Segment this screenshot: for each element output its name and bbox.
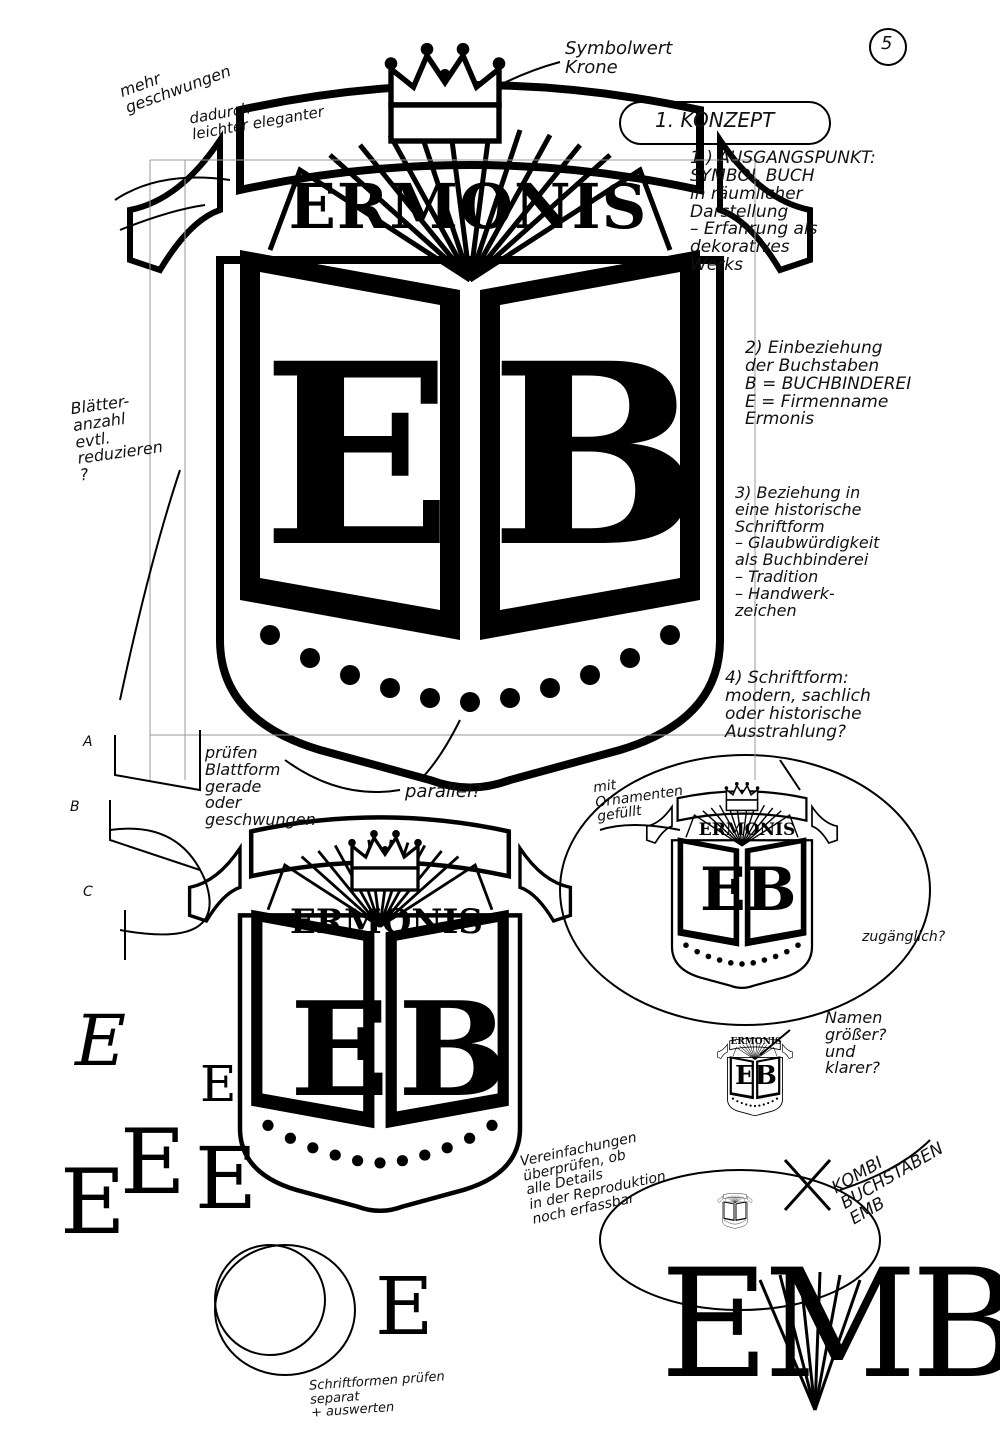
page-shape-sketch xyxy=(109,730,211,960)
small-monogram-e: E xyxy=(700,855,746,925)
note-modern: zugänglich? xyxy=(862,929,946,945)
letter-study: E xyxy=(120,1110,186,1215)
note-parallel: parallel? xyxy=(405,781,482,802)
note-pages-count: Blätter- anzahl evtl. reduzieren ? xyxy=(69,391,165,485)
medium-monogram-b: B xyxy=(398,973,508,1126)
small-monogram-b: B xyxy=(745,855,797,925)
micro-emblem xyxy=(717,1193,753,1229)
tiny-monogram-e: E xyxy=(735,1061,755,1091)
note-names: Namen größer? und klarer? xyxy=(825,1008,887,1078)
tiny-logo-name: ERMONIS xyxy=(730,1037,782,1047)
letter-study: E xyxy=(200,1055,237,1113)
emb-monogram: EMB xyxy=(660,1238,1000,1412)
tiny-monogram-b: B xyxy=(754,1061,777,1091)
main-monogram-e: E xyxy=(262,308,453,602)
option-c-label: C xyxy=(83,884,93,900)
note-concept: 1. KONZEPT xyxy=(655,108,775,132)
letter-study: E xyxy=(375,1260,434,1353)
concept-oval xyxy=(619,101,831,145)
emb-fan xyxy=(758,1271,862,1411)
option-a-label: A xyxy=(83,734,93,750)
note-point4: 4) Schriftform: modern, sachlich oder hi… xyxy=(725,668,871,742)
small-logo-name: ERMONIS xyxy=(698,820,796,840)
small-monogram: EB xyxy=(700,860,796,920)
option-b-label: B xyxy=(70,799,80,815)
small-emblem-circle xyxy=(559,754,931,1026)
medium-logo-name: ERMONIS xyxy=(290,902,483,942)
page-number: 5 xyxy=(881,33,893,54)
note-check-shape: prüfen Blattform gerade oder geschwungen xyxy=(205,743,316,830)
note-point2: 2) Einbeziehung der Buchstaben B = BUCHB… xyxy=(745,338,912,430)
letter-study: E xyxy=(75,1000,127,1082)
tiny-monogram: EB xyxy=(735,1063,777,1089)
note-point3: 3) Beziehung in eine historische Schrift… xyxy=(735,483,880,620)
letter-study: E xyxy=(60,1150,126,1255)
main-monogram-b: B xyxy=(490,308,702,602)
note-point1: 1.) AUSGANGSPUNKT: SYMBOL BUCH in räumli… xyxy=(690,148,876,276)
main-logo-name: ERMONIS xyxy=(288,170,648,243)
main-crown xyxy=(385,43,506,141)
page-number-circle xyxy=(869,28,907,66)
note-crown: Symbolwert Krone xyxy=(565,38,673,78)
letter-study: E xyxy=(195,1130,258,1229)
medium-monogram-e: E xyxy=(290,973,390,1126)
